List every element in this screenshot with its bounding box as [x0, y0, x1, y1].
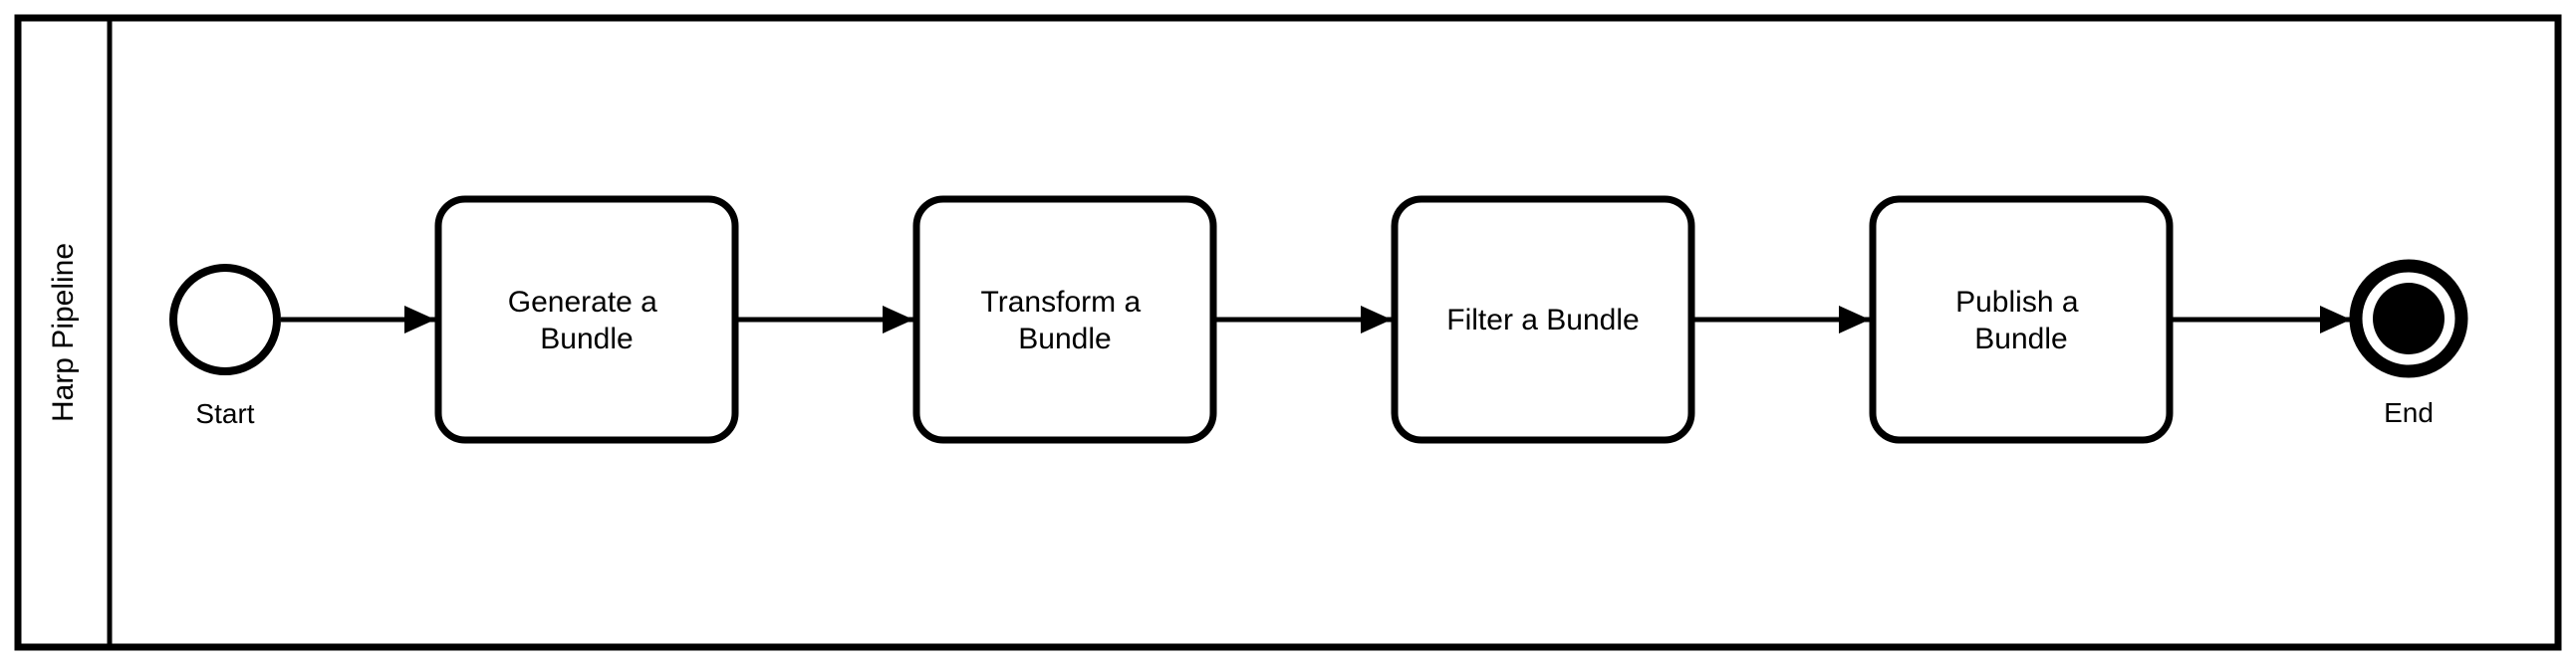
- task-publish-a-bundle-label: Publish a Bundle: [1955, 286, 2087, 355]
- task-label-line: Bundle: [540, 323, 633, 355]
- task-filter-a-bundle-label: Filter a Bundle: [1446, 304, 1639, 336]
- task-publish-a-bundle[interactable]: Publish a Bundle: [1869, 195, 2174, 444]
- task-transform-a-bundle[interactable]: Transform a Bundle: [912, 195, 1217, 444]
- task-label-line: Transform a: [981, 286, 1142, 319]
- task-label-line: Publish a: [1955, 286, 2079, 319]
- end-event-center-disc: [2373, 283, 2445, 354]
- start-event[interactable]: Start: [169, 264, 281, 429]
- end-event-label: End: [2384, 397, 2434, 428]
- task-label-line: Bundle: [1974, 323, 2067, 355]
- task-label-line: Filter a Bundle: [1446, 304, 1639, 336]
- task-generate-a-bundle-box[interactable]: [434, 195, 739, 444]
- task-transform-a-bundle-label: Transform a Bundle: [981, 286, 1150, 355]
- task-filter-a-bundle[interactable]: Filter a Bundle: [1391, 195, 1695, 444]
- task-transform-a-bundle-box[interactable]: [912, 195, 1217, 444]
- task-generate-a-bundle-label: Generate a Bundle: [508, 286, 665, 355]
- task-publish-a-bundle-box[interactable]: [1869, 195, 2174, 444]
- start-event-circle[interactable]: [169, 264, 281, 375]
- task-label-line: Generate a: [508, 286, 657, 319]
- end-event[interactable]: End: [2349, 259, 2468, 428]
- task-generate-a-bundle[interactable]: Generate a Bundle: [434, 195, 739, 444]
- task-label-line: Bundle: [1018, 323, 1111, 355]
- pool-border: [14, 14, 2562, 651]
- start-event-label: Start: [195, 398, 254, 429]
- lane-label: Harp Pipeline: [47, 243, 80, 422]
